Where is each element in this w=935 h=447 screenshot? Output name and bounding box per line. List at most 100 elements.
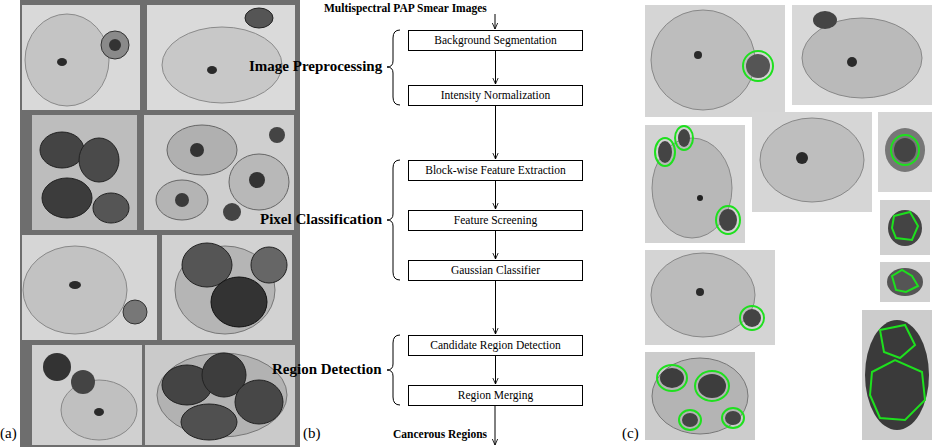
cell-shape (675, 126, 693, 150)
cell-shape (229, 154, 289, 210)
micrograph-tile (645, 125, 745, 243)
cell-shape (190, 143, 204, 157)
stage-name: Pixel Classification (260, 211, 382, 228)
cell-shape (269, 127, 285, 143)
micrograph-tile (147, 5, 295, 110)
micrograph-tile (22, 235, 157, 340)
cell-shape (25, 14, 109, 106)
cell-shape (61, 380, 137, 440)
stage-name: Image Preprocessing (249, 58, 382, 75)
tile-background (862, 310, 932, 440)
box-text: Block-wise Feature Extraction (413, 164, 578, 177)
cell-shape (802, 18, 922, 98)
tile-background (145, 345, 295, 445)
cell-shape (251, 247, 287, 283)
micrograph-tile (878, 112, 932, 192)
cell-shape (94, 408, 104, 416)
outline-shape (880, 325, 915, 358)
process-box: Candidate Region Detection (408, 335, 583, 356)
cell-shape (42, 178, 92, 218)
output-arrow (495, 406, 496, 445)
cell-shape (678, 129, 690, 147)
box-text: Region Merging (413, 389, 578, 402)
cell-shape (888, 210, 922, 246)
cell-shape (743, 309, 761, 327)
tile-background (645, 125, 745, 243)
tile-background (32, 115, 137, 230)
cell-shape (93, 193, 129, 223)
outline-shape (870, 360, 925, 420)
cell-shape (651, 10, 755, 110)
process-box: Feature Screening (408, 210, 583, 231)
process-box: Gaussian Classifier (408, 260, 583, 281)
input-name: Multispectral PAP Smear Images (324, 2, 487, 15)
cell-shape (716, 206, 740, 234)
output-name: Cancerous Regions (393, 428, 487, 441)
cell-shape (796, 152, 808, 164)
cell-shape (40, 132, 84, 168)
box-text: Candidate Region Detection (413, 339, 578, 352)
tile-background (645, 352, 755, 440)
cell-shape (57, 58, 67, 66)
cell-shape (885, 128, 925, 172)
cell-shape (156, 180, 208, 220)
cell-shape (175, 193, 189, 207)
box-text: Background Segmentation (413, 34, 578, 47)
cell-shape (891, 135, 919, 165)
flow-arrow (495, 181, 496, 209)
micrograph-tile (880, 262, 930, 302)
cell-shape (79, 138, 119, 182)
outline-shape (387, 335, 400, 405)
cell-shape (743, 51, 773, 81)
cell-shape (43, 353, 71, 381)
cell-shape (865, 320, 929, 430)
cell-shape (658, 141, 672, 163)
cell-shape (651, 253, 755, 337)
cell-shape (235, 380, 283, 424)
panel-letter: (c) (622, 425, 639, 442)
tile-background (792, 5, 932, 105)
cell-shape (698, 374, 726, 398)
cell-shape (23, 246, 127, 334)
cell-shape (657, 365, 687, 391)
cell-shape (109, 39, 121, 51)
tile-background (147, 5, 295, 110)
tile-background (645, 250, 775, 345)
cell-shape (697, 195, 703, 201)
outline-shape (387, 160, 400, 280)
tile-background (32, 345, 142, 445)
cell-shape (760, 118, 864, 202)
cell-shape (746, 54, 770, 78)
micrograph-tile (880, 200, 930, 255)
outline-shape (892, 270, 918, 292)
flow-arrow (495, 51, 496, 84)
cell-shape (101, 31, 129, 59)
cell-shape (682, 413, 698, 427)
micrograph-tile (162, 235, 292, 340)
process-box: Block-wise Feature Extraction (408, 160, 583, 181)
cell-shape (719, 209, 737, 231)
outline-shape (892, 212, 918, 240)
micrograph-set (645, 5, 932, 440)
cell-shape (887, 268, 923, 296)
panel-letter: (b) (303, 425, 321, 442)
cell-shape (123, 300, 147, 324)
cell-shape (655, 138, 675, 166)
cell-shape (694, 51, 702, 59)
box-text: Intensity Normalization (413, 89, 578, 102)
cell-shape (207, 66, 217, 74)
tile-background (878, 112, 932, 192)
process-box: Intensity Normalization (408, 85, 583, 106)
group-brace (387, 30, 400, 405)
micrograph-tile (145, 345, 295, 445)
box-text: Feature Screening (413, 214, 578, 227)
micrograph-tile (752, 112, 872, 212)
cell-shape (679, 410, 701, 430)
cell-shape (249, 172, 265, 188)
input-arrow (495, 14, 496, 29)
cell-shape (813, 11, 837, 29)
cell-shape (211, 277, 267, 327)
tile-background (22, 5, 140, 110)
micrograph-tile (22, 5, 140, 110)
box-text: Gaussian Classifier (413, 264, 578, 277)
